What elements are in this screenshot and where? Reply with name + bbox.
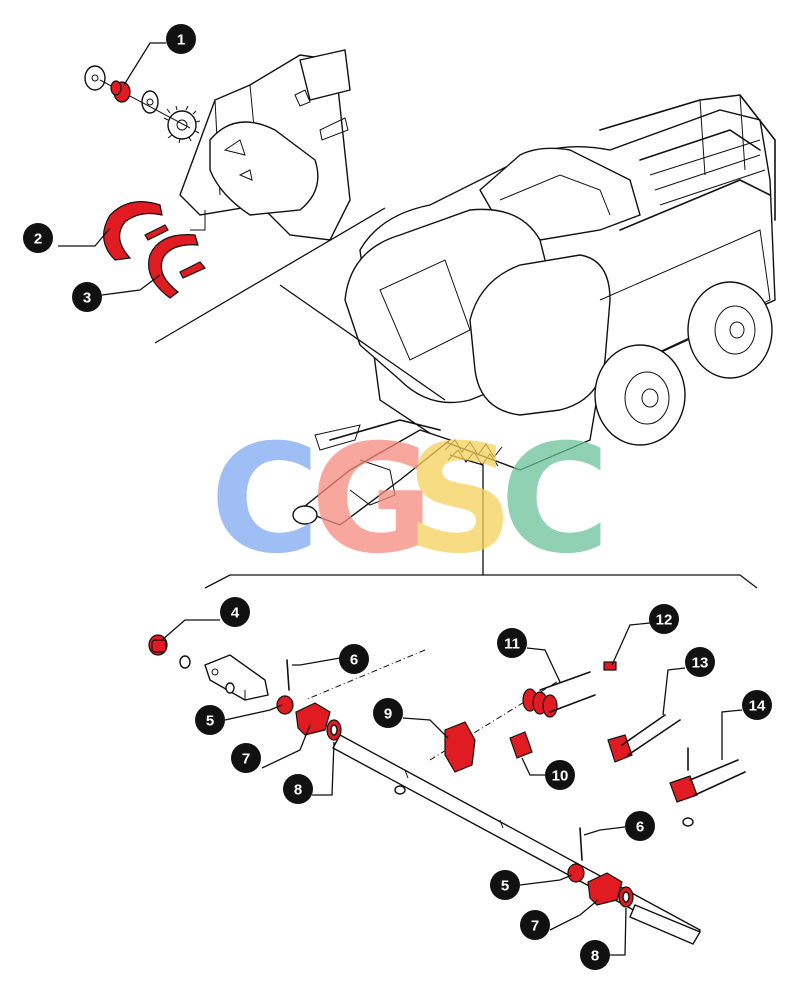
- baler-machine: [292, 94, 776, 526]
- inset-border: [154, 207, 386, 344]
- callout-2: 2: [23, 223, 53, 253]
- flange-washer: [84, 65, 106, 91]
- callout-1-label: 1: [177, 32, 185, 49]
- callout-7a-label: 7: [242, 751, 250, 768]
- part-5a-bushing: [276, 695, 294, 715]
- spring-coil-region: [444, 439, 503, 467]
- callout-5b: 5: [490, 870, 520, 900]
- inset-leader: [279, 284, 446, 401]
- part-14-tine: [669, 759, 746, 803]
- part-9-clamp: [444, 721, 476, 773]
- callout-8a-label: 8: [294, 782, 302, 799]
- callout-7b: 7: [520, 910, 550, 940]
- strap-guide-line: [190, 210, 206, 231]
- callout-6b-label: 6: [636, 819, 644, 836]
- callout-6a: 6: [339, 644, 369, 674]
- rear-wheel: [687, 281, 773, 379]
- part-13-tine: [607, 714, 681, 763]
- callout-5b-label: 5: [501, 878, 509, 895]
- callout-11-label: 11: [504, 636, 520, 653]
- callout-13-label: 13: [692, 655, 709, 672]
- callout-8b: 8: [580, 940, 610, 970]
- part-5b-bushing: [567, 863, 585, 883]
- watermark-letter-3: S: [406, 413, 514, 587]
- callout-12-label: 12: [656, 612, 673, 629]
- callout-10-label: 10: [552, 768, 569, 785]
- callout-11: 11: [497, 628, 527, 658]
- drive-plate-assembly: [84, 49, 351, 241]
- bolt-6a: [286, 659, 290, 691]
- callout-12: 12: [649, 604, 679, 634]
- watermark-letter-4: C: [500, 413, 610, 587]
- callout-leaders: [58, 42, 743, 956]
- callout-5a-label: 5: [206, 713, 214, 730]
- callout-10: 10: [545, 760, 575, 790]
- part-2-strap: [103, 201, 169, 261]
- shaft-leader: [449, 454, 484, 575]
- front-wheel: [594, 344, 686, 446]
- sprocket: [163, 105, 201, 144]
- callout-6b: 6: [625, 811, 655, 841]
- callout-9: 9: [373, 698, 403, 728]
- callout-9-label: 9: [384, 706, 392, 723]
- part-10-sleeve: [509, 731, 533, 759]
- callout-1: 1: [166, 24, 196, 54]
- callout-5a: 5: [195, 705, 225, 735]
- part-12-clip: [603, 661, 617, 671]
- exploded-shaft-view: [148, 634, 746, 945]
- callout-14-label: 14: [749, 698, 766, 715]
- watermark-letter-1: C: [210, 413, 320, 587]
- callout-8a: 8: [283, 774, 313, 804]
- part-11-spring: [522, 671, 596, 718]
- part-7b-housing: [587, 872, 623, 906]
- bolt-6b: [579, 827, 583, 861]
- bearing-block: [204, 654, 269, 701]
- part-1-bushing: [110, 80, 131, 103]
- callout-4: 4: [220, 597, 250, 627]
- callout-6a-label: 6: [350, 652, 358, 669]
- callout-3-label: 3: [83, 290, 91, 307]
- watermark-letter-2: G: [310, 413, 433, 587]
- callout-13: 13: [685, 647, 715, 677]
- callout-4-label: 4: [231, 605, 240, 622]
- part-7a-housing: [295, 702, 331, 736]
- callout-3: 3: [72, 282, 102, 312]
- watermark: C G S C: [210, 413, 610, 587]
- exploded-view-bracket: [204, 574, 758, 589]
- callout-2-label: 2: [34, 231, 42, 248]
- callout-14: 14: [742, 690, 772, 720]
- part-3-strap: [148, 234, 206, 299]
- callout-7a: 7: [231, 743, 261, 773]
- callout-7b-label: 7: [531, 918, 539, 935]
- callout-8b-label: 8: [591, 948, 599, 965]
